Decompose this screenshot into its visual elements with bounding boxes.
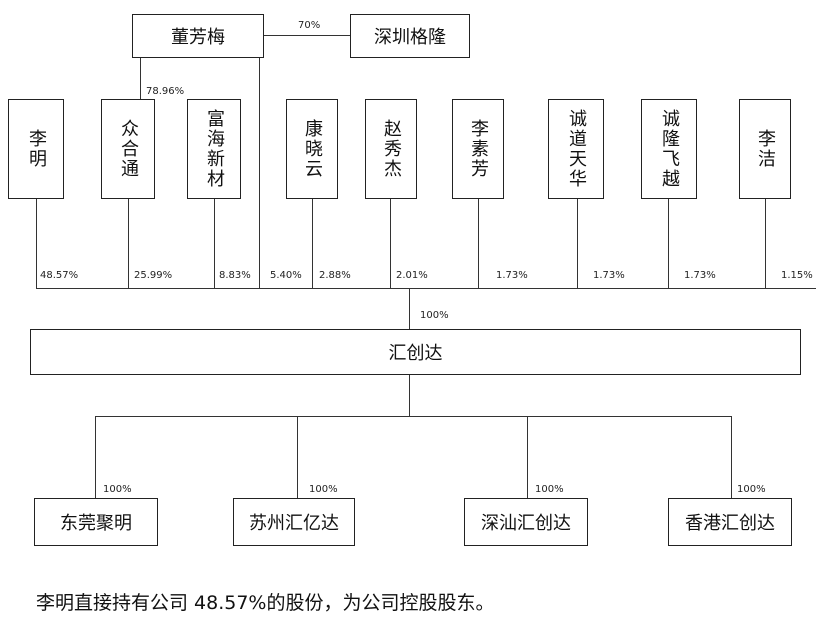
- line-v-zhonghetong: [128, 199, 129, 289]
- node-shenzhen-gelong: 深圳格隆: [350, 14, 470, 58]
- node-dong-fangmei: 董芳梅: [132, 14, 264, 58]
- line-v-zhao: [390, 199, 391, 289]
- node-label: 富海新材: [204, 109, 225, 189]
- node-label: 汇创达: [388, 343, 443, 364]
- node-li-jie: 李洁: [739, 99, 791, 199]
- node-label: 诚道天华: [566, 109, 587, 189]
- node-label: 东莞聚明: [60, 513, 132, 534]
- pct-fuhai: 8.83%: [219, 270, 251, 281]
- pct-dongguan: 100%: [103, 484, 132, 495]
- line-bus-to-company: [409, 288, 410, 329]
- line-dong-to-gelong: [264, 35, 350, 36]
- node-label: 众合通: [118, 119, 139, 179]
- line-v-fuhai: [214, 199, 215, 289]
- node-li-sufang: 李素芳: [452, 99, 504, 199]
- node-label: 康晓云: [302, 119, 323, 179]
- line-v-liming: [36, 199, 37, 289]
- pct-lijie: 1.15%: [781, 270, 813, 281]
- node-dongguan-juming: 东莞聚明: [34, 498, 158, 546]
- node-shenshan-huichuangda: 深汕汇创达: [464, 498, 588, 546]
- node-label: 香港汇创达: [685, 513, 775, 534]
- line-v-lisufang: [478, 199, 479, 289]
- line-v-lijie: [765, 199, 766, 289]
- pct-lisufang: 1.73%: [496, 270, 528, 281]
- node-zhonghetong: 众合通: [101, 99, 155, 199]
- node-label: 诚隆飞越: [659, 109, 680, 189]
- node-label: 李洁: [755, 129, 776, 169]
- caption-text: 李明直接持有公司 48.57%的股份，为公司控股股东。: [36, 592, 495, 614]
- node-label: 苏州汇亿达: [249, 513, 339, 534]
- line-v-chenglong: [668, 199, 669, 289]
- node-suzhou-huiyida: 苏州汇亿达: [233, 498, 355, 546]
- node-label: 深汕汇创达: [481, 513, 571, 534]
- node-chengdao-tianhua: 诚道天华: [548, 99, 604, 199]
- pct-dong: 5.40%: [270, 270, 302, 281]
- pct-hongkong: 100%: [737, 484, 766, 495]
- line-dong-to-zhonghetong: [140, 57, 141, 99]
- pct-liming: 48.57%: [40, 270, 79, 281]
- line-company-down: [409, 375, 410, 417]
- node-fuhai-xincai: 富海新材: [187, 99, 241, 199]
- line-v-kang: [312, 199, 313, 289]
- node-label: 董芳梅: [171, 27, 225, 48]
- line-v-chengdao: [577, 199, 578, 289]
- node-huichuangda: 汇创达: [30, 329, 801, 375]
- pct-kang: 2.88%: [319, 270, 351, 281]
- pct-zhao: 2.01%: [396, 270, 428, 281]
- node-chenglong-feiyue: 诚隆飞越: [641, 99, 697, 199]
- node-label: 李明: [26, 129, 47, 169]
- node-label: 赵秀杰: [381, 119, 402, 179]
- line-v-hongkong: [731, 416, 732, 498]
- line-shareholder-bus: [36, 288, 816, 289]
- pct-company: 100%: [420, 310, 449, 321]
- line-v-shenshan: [527, 416, 528, 498]
- node-label: 深圳格隆: [374, 27, 446, 48]
- pct-chenglong: 1.73%: [684, 270, 716, 281]
- pct-chengdao: 1.73%: [593, 270, 625, 281]
- pct-zhonghetong: 25.99%: [134, 270, 173, 281]
- line-v-suzhou: [297, 416, 298, 498]
- node-kang-xiaoyun: 康晓云: [286, 99, 338, 199]
- pct-dong-zhonghetong: 78.96%: [146, 86, 185, 97]
- line-dong-down: [259, 57, 260, 289]
- pct-dong-gelong: 70%: [298, 20, 321, 31]
- node-liming: 李明: [8, 99, 64, 199]
- node-label: 李素芳: [468, 119, 489, 179]
- line-subsidiary-bus: [95, 416, 731, 417]
- pct-shenshan: 100%: [535, 484, 564, 495]
- pct-suzhou: 100%: [309, 484, 338, 495]
- line-v-dongguan: [95, 416, 96, 498]
- node-hongkong-huichuangda: 香港汇创达: [668, 498, 792, 546]
- node-zhao-xiujie: 赵秀杰: [365, 99, 417, 199]
